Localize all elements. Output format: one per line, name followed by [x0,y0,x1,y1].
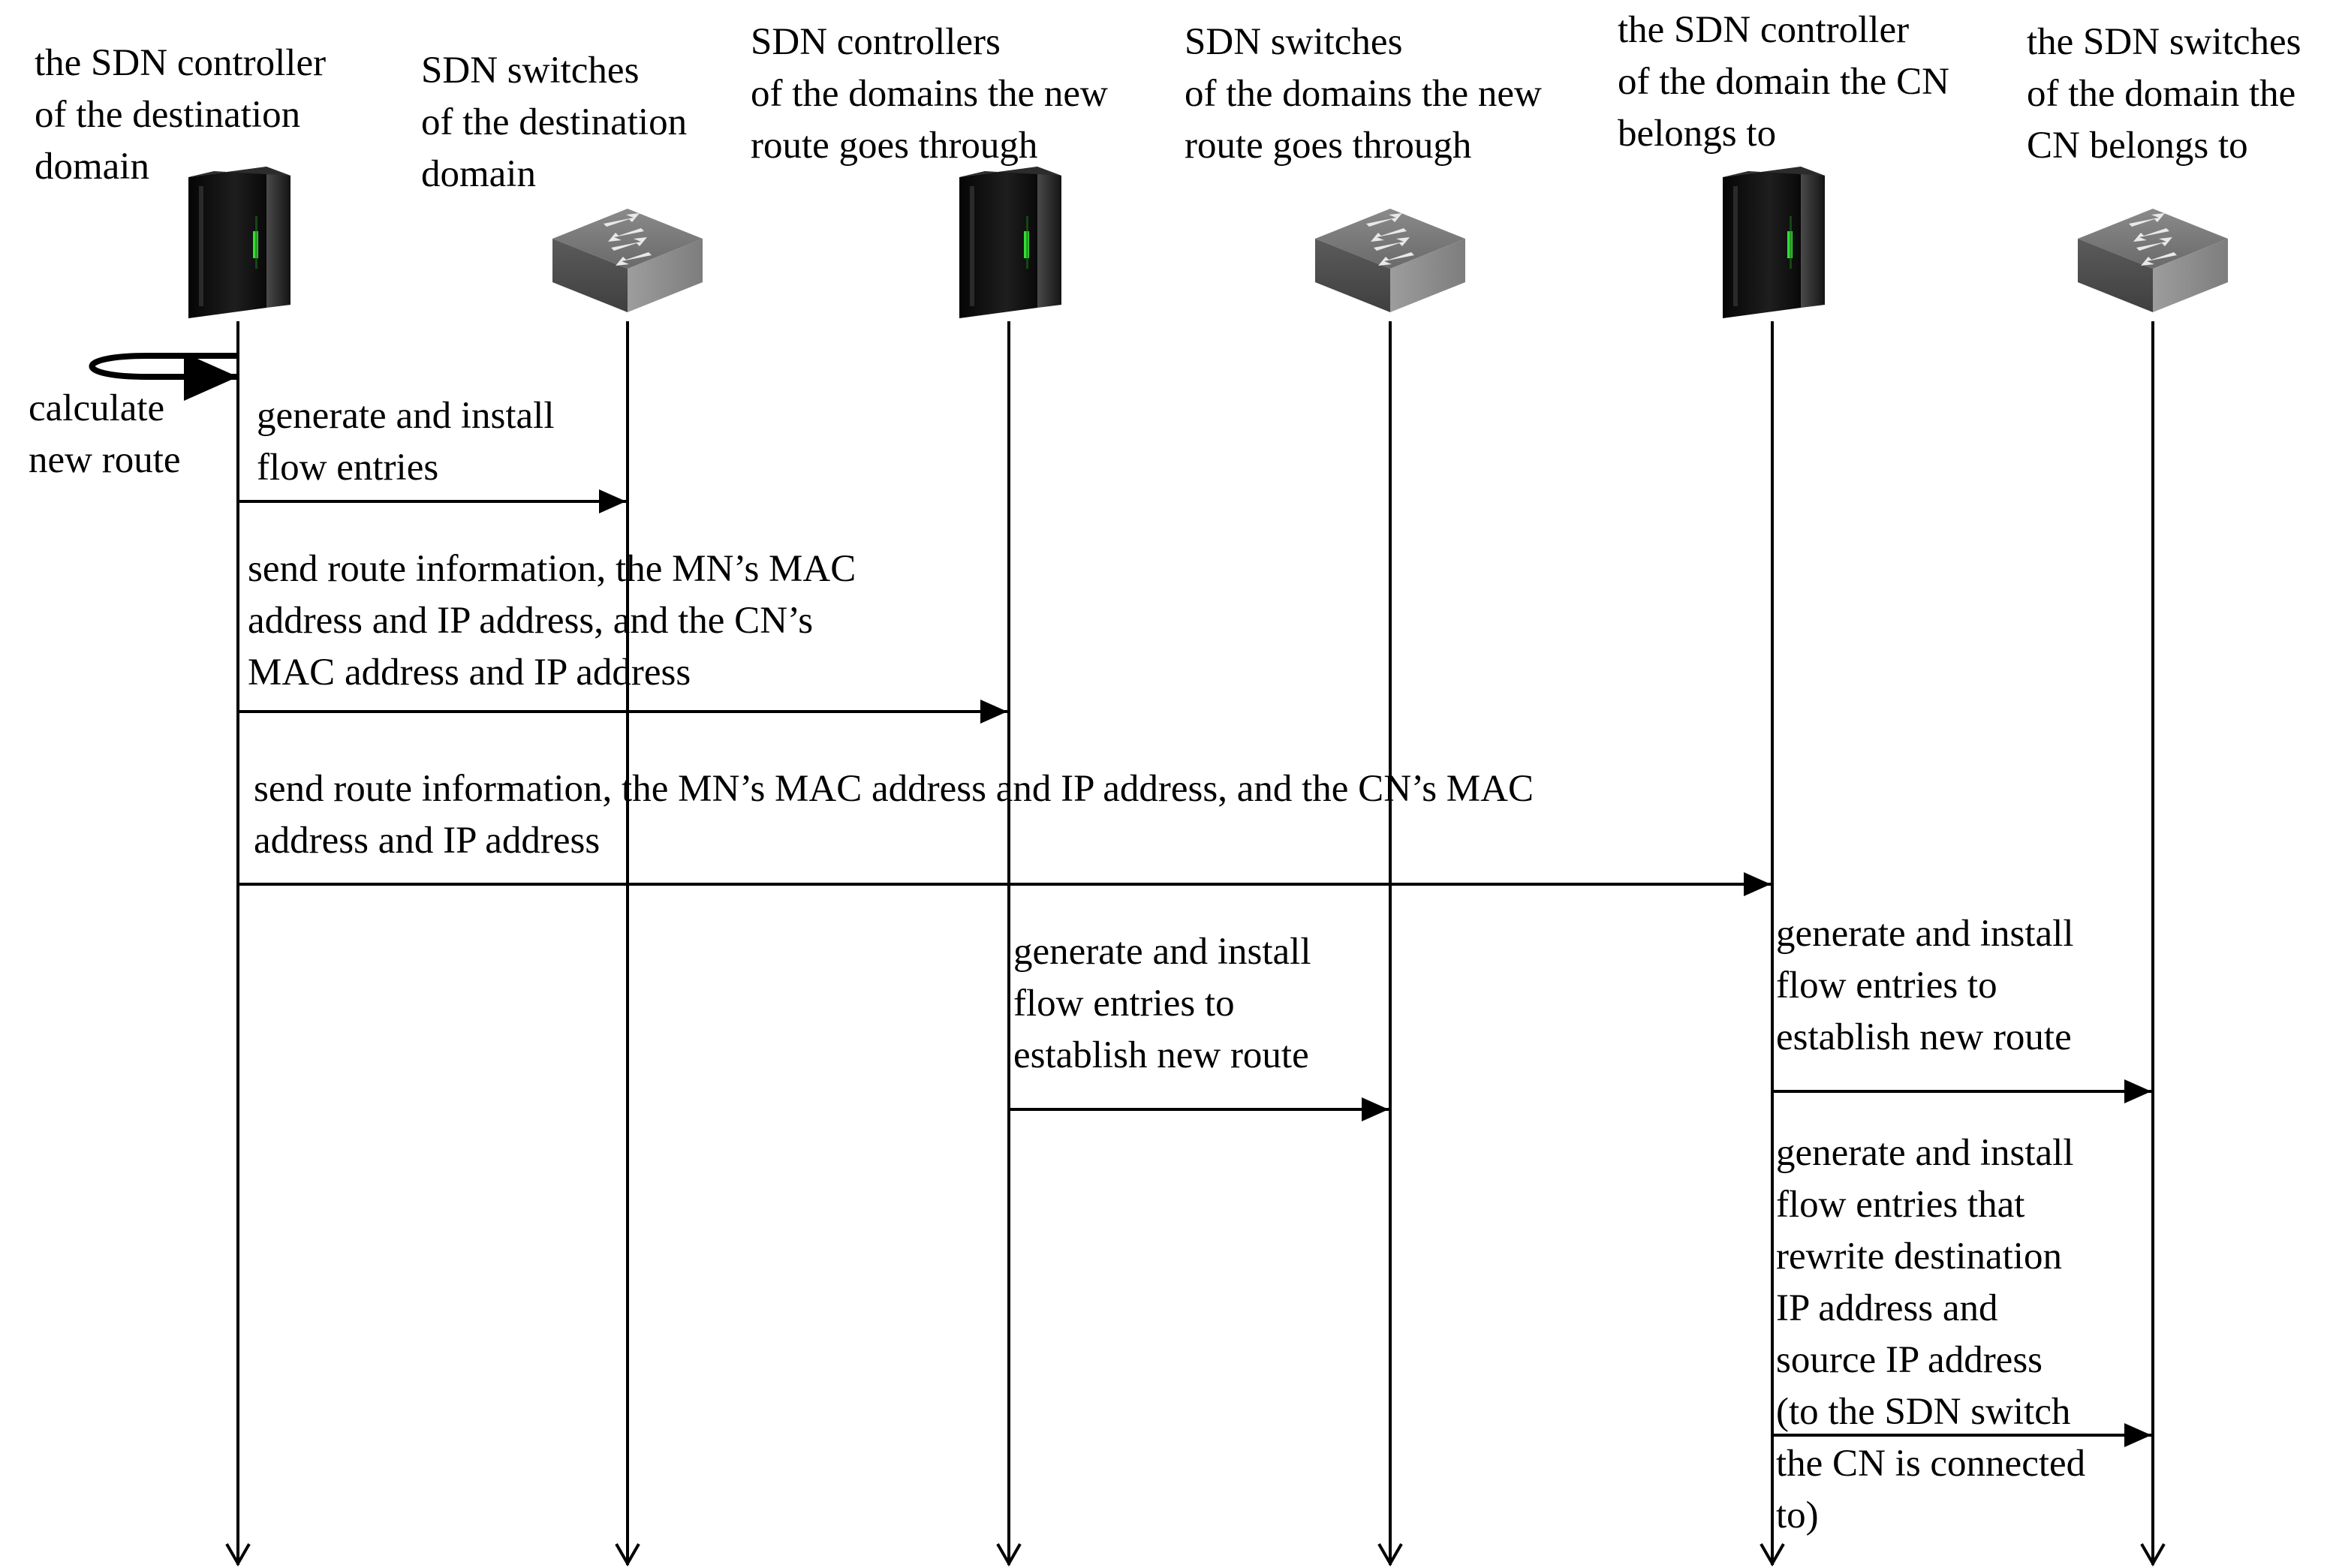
lifeline-arrowhead [225,1543,251,1567]
participant-label-dest-switches: SDN switches of the destination domain [421,50,688,195]
server-icon [959,167,1061,318]
switch-icon [2078,209,2228,312]
participant-label-cn-switches: the SDN switches of the domain the CN be… [2027,21,2301,167]
lifeline-arrowhead [1377,1543,1403,1567]
switch-icon [1315,209,1465,312]
participant-label-cn-controller: the SDN controller of the domain the CN … [1618,9,1949,155]
participant-label-transit-switches: SDN switches of the domains the new rout… [1185,21,1542,167]
message-label-install-dest: generate and install flow entries [257,395,555,489]
self-message-arrow [89,353,238,401]
message-label-install-rewrite: generate and install flow entries that r… [1776,1132,2086,1536]
lifeline-arrowhead [996,1543,1022,1567]
participant-label-transit-controllers: SDN controllers of the domains the new r… [751,21,1108,167]
message-label-install-cn: generate and install flow entries to est… [1776,913,2074,1058]
server-icon [1723,167,1825,318]
switch-icon [552,209,703,312]
message-label-send-cn: send route information, the MN’s MAC add… [254,768,1534,862]
lifeline-arrowhead [2140,1543,2166,1567]
lifeline-arrowhead [615,1543,640,1567]
message-label-self-calc: calculate new route [29,387,181,481]
lifeline-arrowhead [1760,1543,1785,1567]
message-label-send-transit: send route information, the MN’s MAC add… [248,548,856,694]
message-label-install-transit: generate and install flow entries to est… [1013,931,1311,1076]
participant-label-dest-controller: the SDN controller of the destination do… [35,42,327,188]
